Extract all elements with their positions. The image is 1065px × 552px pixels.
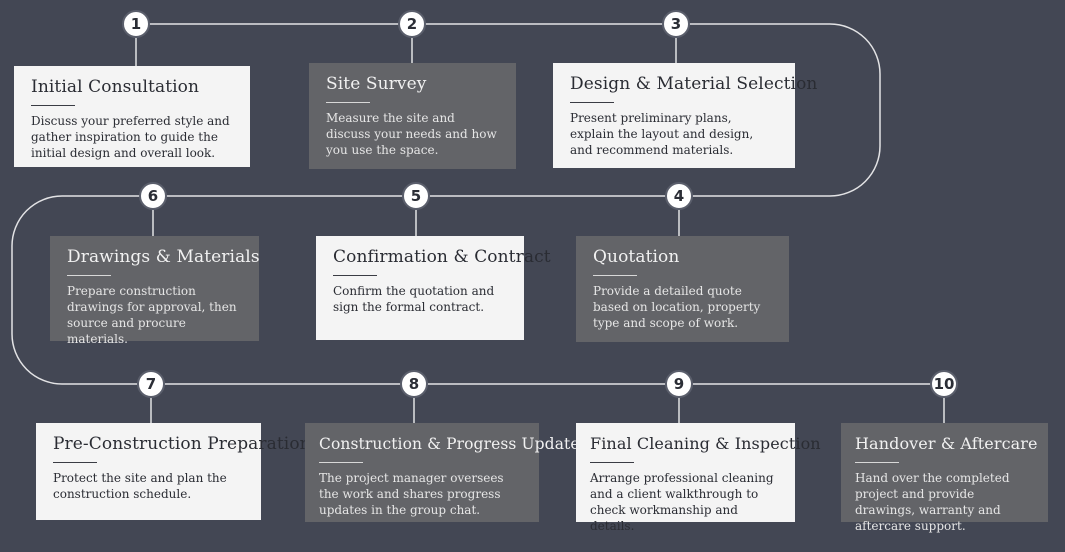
title-underline: [67, 275, 111, 276]
step-description: Measure the site and discuss your needs …: [326, 111, 497, 157]
connector-row1: [136, 23, 881, 197]
step-title: Drawings & Materials: [67, 247, 260, 267]
step-card-handover-aftercare: Handover & Aftercare Hand over the compl…: [841, 423, 1048, 533]
step-card-design-material-selection: Design & Material Selection Present prel…: [553, 63, 818, 168]
step-title: Design & Material Selection: [570, 74, 818, 94]
step-description: Hand over the completed project and prov…: [855, 471, 1010, 533]
step-description: Arrange professional cleaning and a clie…: [590, 471, 774, 533]
step-number-9: 9: [665, 370, 693, 398]
step-title: Site Survey: [326, 74, 427, 94]
title-underline: [570, 102, 614, 103]
title-underline: [31, 105, 75, 106]
step-number-1: 1: [122, 10, 150, 38]
step-number-4: 4: [665, 182, 693, 210]
step-number-5: 5: [402, 182, 430, 210]
step-card-final-cleaning-inspection: Final Cleaning & Inspection Arrange prof…: [576, 423, 821, 533]
title-underline: [319, 462, 363, 463]
step-description: Provide a detailed quote based on locati…: [593, 284, 761, 330]
step-title: Pre-Construction Preparation: [53, 434, 311, 454]
step-title: Handover & Aftercare: [855, 434, 1038, 453]
step-number-6: 6: [139, 182, 167, 210]
step-title: Initial Consultation: [31, 77, 200, 97]
step-card-site-survey: Site Survey Measure the site and discuss…: [309, 63, 516, 169]
step-description: Discuss your preferred style and gather …: [31, 114, 230, 160]
step-number-7: 7: [137, 370, 165, 398]
step-number-2: 2: [398, 10, 426, 38]
step-card-drawings-materials: Drawings & Materials Prepare constructio…: [50, 236, 260, 346]
step-description: Protect the site and plan the constructi…: [53, 471, 227, 501]
step-card-pre-construction-preparation: Pre-Construction Preparation Protect the…: [36, 423, 311, 520]
title-underline: [333, 275, 377, 276]
step-card-confirmation-contract: Confirmation & Contract Confirm the quot…: [316, 236, 551, 340]
step-card-construction-progress-updates: Construction & Progress Updates The proj…: [305, 423, 588, 522]
step-number-10: 10: [930, 370, 958, 398]
title-underline: [590, 462, 634, 463]
step-card-initial-consultation: Initial Consultation Discuss your prefer…: [14, 66, 250, 167]
step-card-quotation: Quotation Provide a detailed quote based…: [576, 236, 789, 342]
step-title: Confirmation & Contract: [333, 247, 551, 267]
step-description: Present preliminary plans, explain the l…: [570, 111, 754, 157]
step-description: Confirm the quotation and sign the forma…: [333, 284, 495, 314]
title-underline: [326, 102, 370, 103]
step-title: Construction & Progress Updates: [319, 435, 588, 453]
step-number-8: 8: [400, 370, 428, 398]
title-underline: [53, 462, 97, 463]
step-number-3: 3: [662, 10, 690, 38]
step-description: Prepare construction drawings for approv…: [67, 284, 237, 346]
step-description: The project manager oversees the work an…: [319, 471, 504, 517]
title-underline: [855, 462, 899, 463]
step-title: Quotation: [593, 247, 680, 267]
connector-row2-curve: [11, 195, 944, 385]
step-title: Final Cleaning & Inspection: [590, 434, 821, 453]
title-underline: [593, 275, 637, 276]
